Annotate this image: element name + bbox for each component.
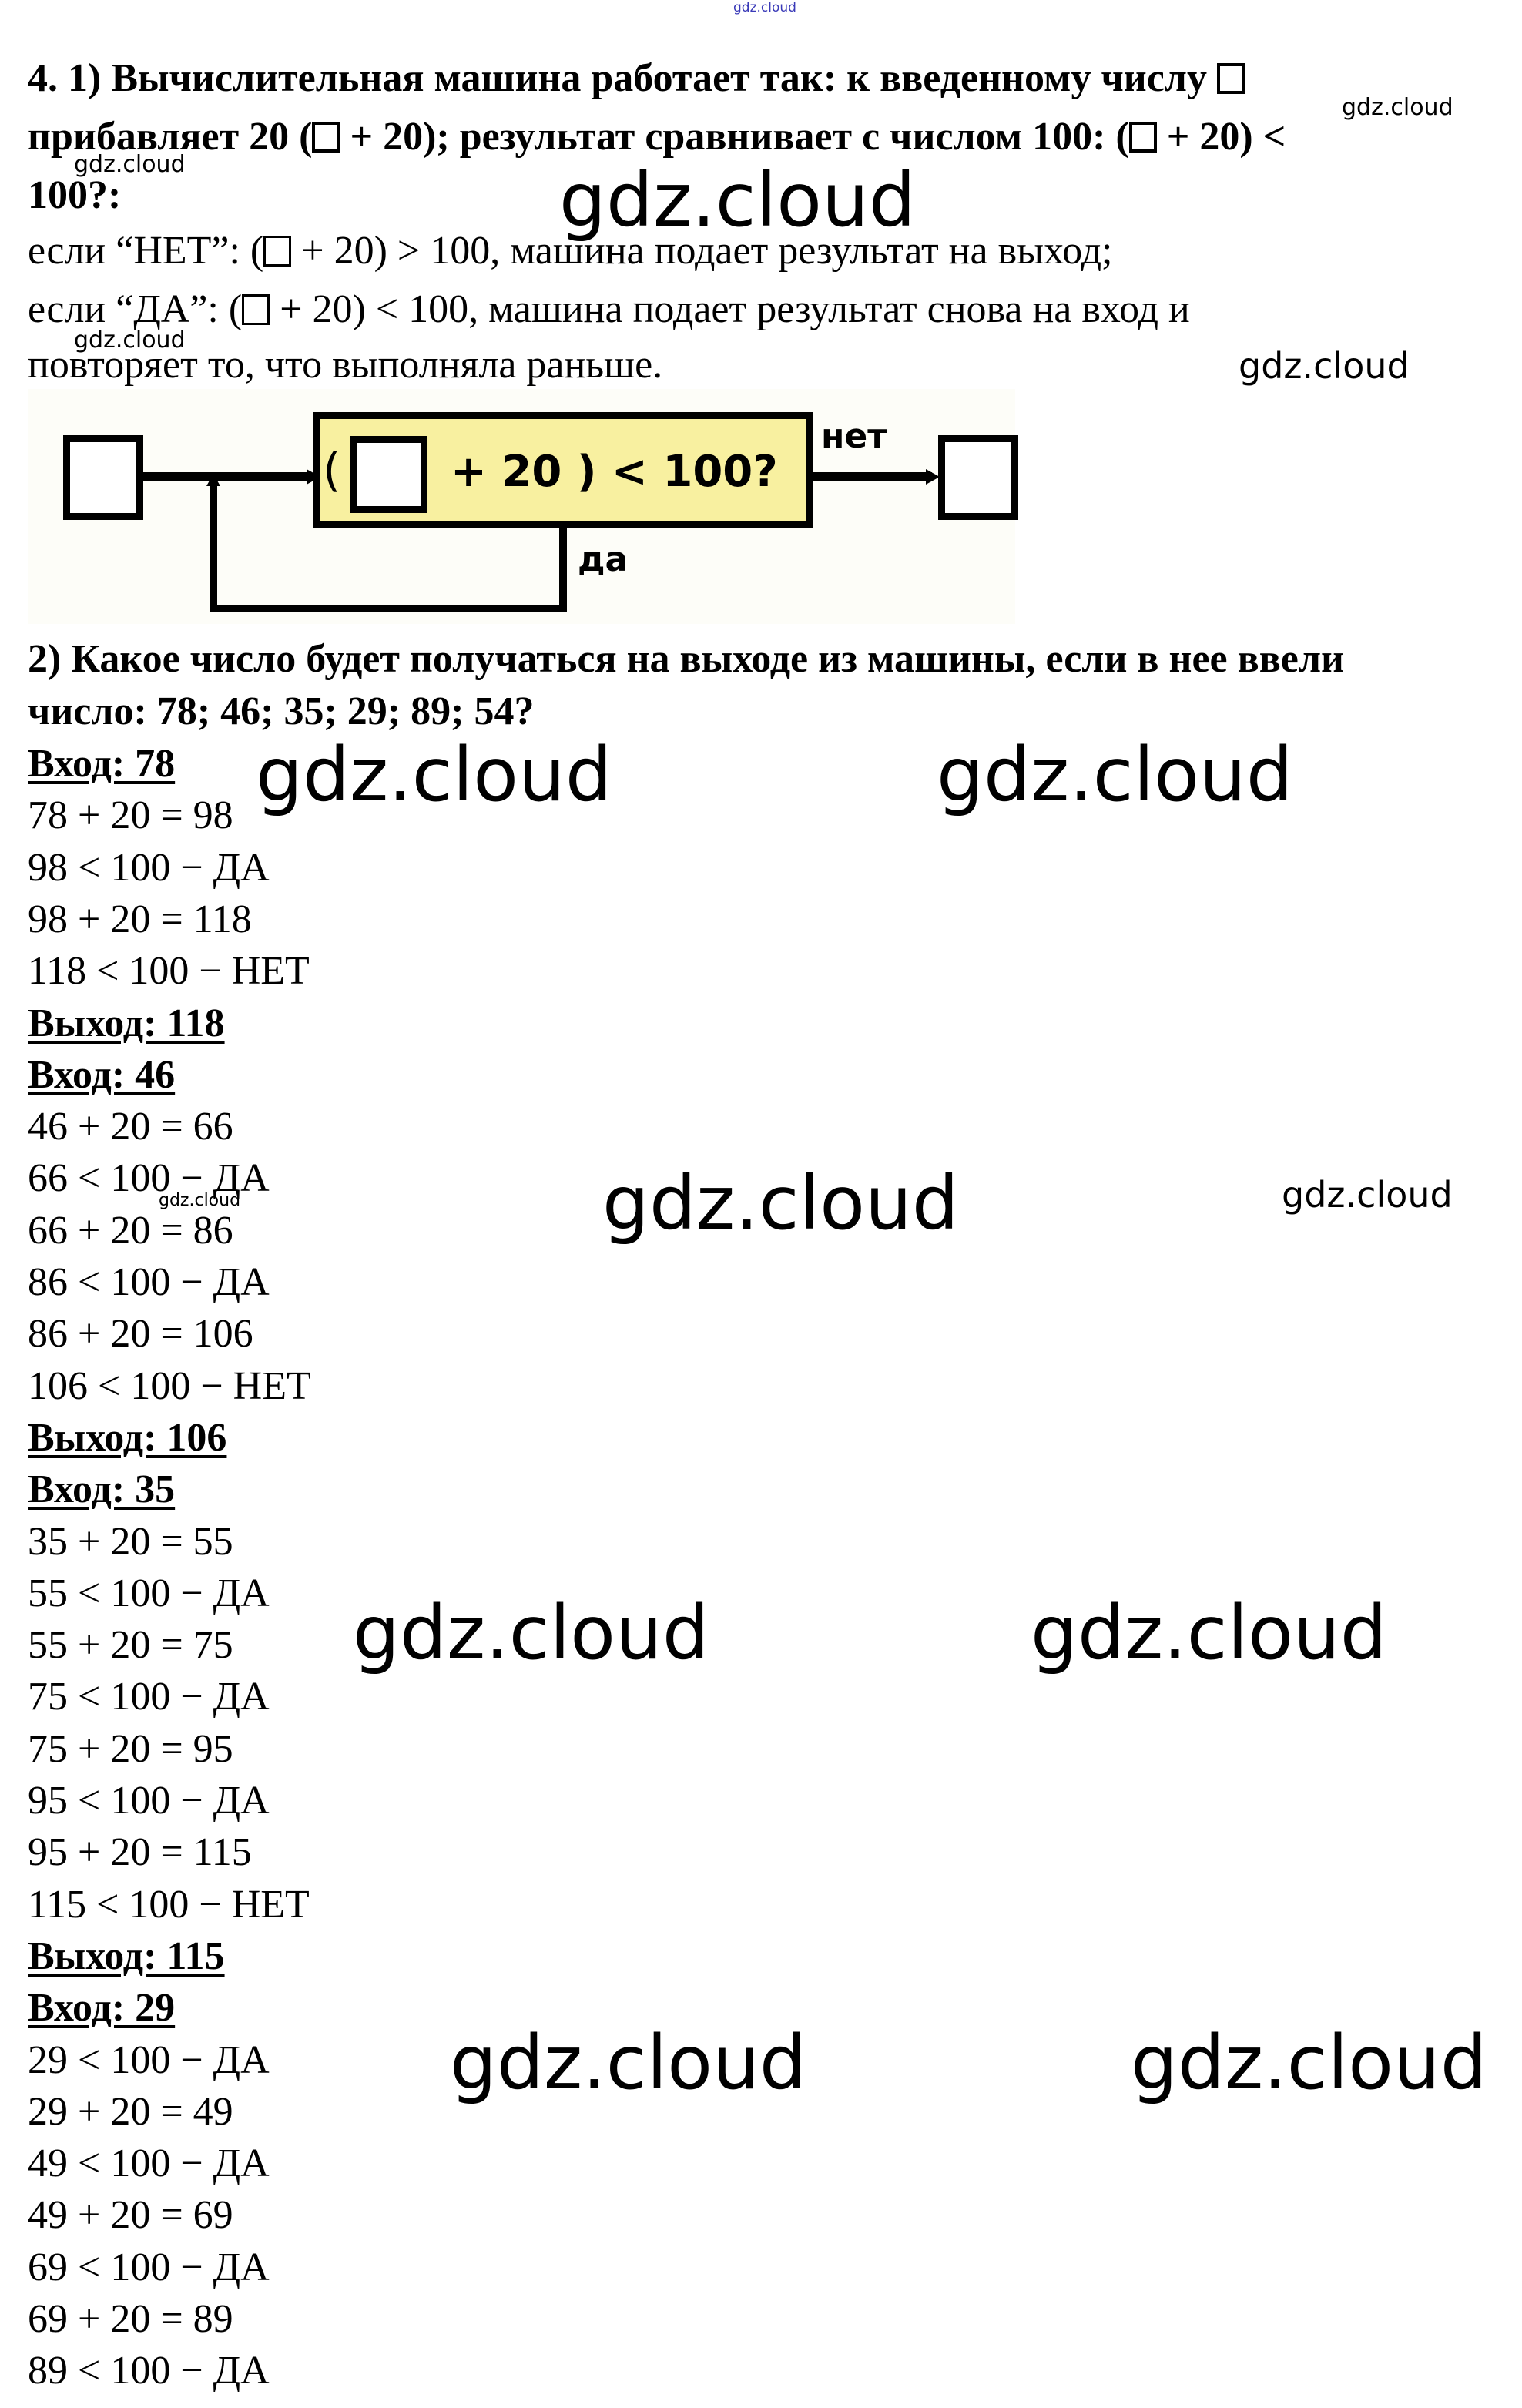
watermark: gdz.cloud [602, 1160, 959, 1246]
arrow-right-icon [926, 469, 940, 485]
solution-step: 35 + 20 = 55 [28, 1519, 233, 1564]
solution-step: 98 + 20 = 118 [28, 897, 252, 941]
solution-input: Вход: 78 [28, 742, 176, 786]
solution-output: Выход: 118 [28, 1001, 225, 1045]
no-condition-text: + 20) > 100, машина подает результат на … [291, 229, 1113, 273]
yes-line-down [559, 528, 567, 612]
solution-step: 95 + 20 = 115 [28, 1830, 252, 1875]
solution-step: 98 < 100 − ДА [28, 845, 270, 890]
watermark: gdz.cloud [1239, 345, 1410, 387]
solution-step: 69 + 20 = 89 [28, 2297, 233, 2341]
watermark: gdz.cloud [256, 732, 612, 818]
task-heading-text: прибавляет 20 ( [28, 115, 313, 159]
solution-step: 106 < 100 − НЕТ [28, 1363, 311, 1408]
blank-box-icon [242, 294, 270, 325]
machine-diagram: ( + 20 ) < 100? нет да [28, 389, 1018, 624]
solution-step: 118 < 100 − НЕТ [28, 949, 310, 994]
watermark: gdz.cloud [353, 1590, 709, 1676]
task-heading-text: + 20) < [1156, 115, 1286, 159]
task-heading-line1: 4. 1) Вычислительная машина работает так… [28, 55, 1245, 102]
blank-box-icon [1128, 122, 1157, 153]
solution-step: 29 + 20 = 49 [28, 2089, 233, 2134]
solution-step: 86 < 100 − ДА [28, 1260, 270, 1304]
solution-step: 49 < 100 − ДА [28, 2141, 270, 2186]
watermark: gdz.cloud [1131, 2020, 1487, 2106]
watermark: gdz.cloud [159, 1191, 241, 1210]
solution-step: 55 < 100 − ДА [28, 1571, 270, 1615]
solution-step: 66 < 100 − ДА [28, 1156, 270, 1201]
repeat-line: повторяет то, что выполняла раньше. [28, 343, 663, 387]
solution-step: 75 < 100 − ДА [28, 1675, 270, 1719]
watermark: gdz.cloud [74, 327, 186, 354]
solution-step: 86 + 20 = 106 [28, 1312, 253, 1357]
yes-line-bottom [210, 605, 567, 612]
solution-step: 78 + 20 = 98 [28, 793, 233, 838]
watermark: gdz.cloud [937, 732, 1293, 818]
solution-step: 115 < 100 − НЕТ [28, 1882, 310, 1927]
top-watermark: gdz.cloud [733, 0, 796, 15]
condition-text: + 20 ) < 100? [451, 447, 778, 497]
task-heading-line2: прибавляет 20 ( + 20); результат сравнив… [28, 114, 1286, 160]
solution-step: 46 + 20 = 66 [28, 1105, 233, 1149]
task-heading-text: + 20); результат сравнивает с числом 100… [340, 115, 1129, 159]
watermark: gdz.cloud [450, 2020, 806, 2106]
yes-line-up [210, 485, 217, 612]
question-line2: число: 78; 46; 35; 29; 89; 54? [28, 689, 535, 733]
solution-output: Выход: 106 [28, 1415, 227, 1460]
solution-step: 29 < 100 − ДА [28, 2037, 270, 2082]
yes-condition-text: если “ДА”: ( [28, 287, 243, 331]
yes-condition-line: если “ДА”: ( + 20) < 100, машина подает … [28, 287, 1190, 333]
solution-step: 75 + 20 = 95 [28, 1726, 233, 1771]
solution-step: 95 < 100 − ДА [28, 1779, 270, 1823]
solution-output: Выход: 115 [28, 1933, 225, 1978]
yes-condition-text: + 20) < 100, машина подает результат сно… [270, 287, 1190, 331]
watermark: gdz.cloud [559, 157, 916, 243]
blank-box-icon [1216, 63, 1245, 94]
no-condition-text: если “НЕТ”: ( [28, 229, 264, 273]
blank-box-icon [312, 122, 340, 153]
condition-box: ( + 20 ) < 100? [313, 412, 813, 528]
solution-step: 66 + 20 = 86 [28, 1208, 233, 1253]
blank-box-icon [263, 236, 292, 267]
question-line1: 2) Какое число будет получаться на выход… [28, 637, 1344, 681]
no-condition-line: если “НЕТ”: ( + 20) > 100, машина подает… [28, 228, 1113, 274]
solution-input: Вход: 46 [28, 1052, 176, 1097]
solution-step: 55 + 20 = 75 [28, 1623, 233, 1668]
yes-label: да [578, 540, 629, 579]
solution-step: 69 < 100 − ДА [28, 2245, 270, 2289]
input-arrow-line [143, 472, 311, 481]
watermark: gdz.cloud [1031, 1590, 1387, 1676]
solution-input: Вход: 35 [28, 1467, 176, 1512]
no-label: нет [821, 417, 887, 456]
solution-step: 49 + 20 = 69 [28, 2193, 233, 2238]
inner-blank-box [350, 436, 427, 513]
solution-input: Вход: 29 [28, 1986, 176, 2031]
output-arrow-line [813, 472, 932, 481]
output-box [938, 435, 1018, 520]
open-paren: ( [323, 444, 341, 498]
task-heading-text: 4. 1) Вычислительная машина работает так… [28, 56, 1207, 100]
task-heading-line3: 100?: [28, 173, 122, 217]
arrow-up-icon [206, 474, 220, 486]
watermark: gdz.cloud [1282, 1174, 1453, 1216]
input-box [63, 435, 143, 520]
watermark: gdz.cloud [1342, 94, 1453, 121]
watermark: gdz.cloud [74, 151, 186, 178]
solution-step: 89 < 100 − ДА [28, 2349, 270, 2393]
